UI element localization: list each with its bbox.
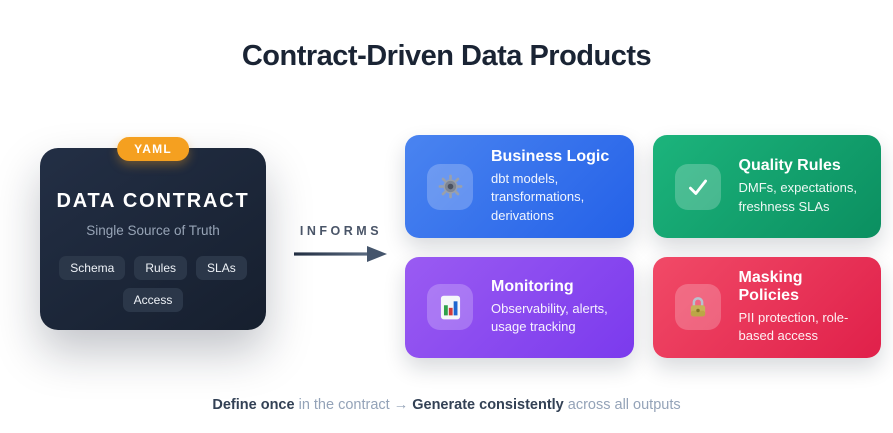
lock-icon: [674, 284, 721, 331]
footer-middle: in the contract →: [294, 397, 413, 413]
tag-access: Access: [122, 288, 184, 312]
card-title: Monitoring: [491, 278, 574, 295]
tag-schema: Schema: [59, 256, 126, 280]
card-description: DMFs, expectations, freshness SLAs: [738, 180, 858, 214]
monitoring-card: Monitoring Observability, alerts, usage …: [405, 257, 634, 358]
footer-generate-consistently: Generate consistently: [412, 397, 564, 413]
contract-subtitle: Single Source of Truth: [86, 223, 220, 238]
right-arrow-icon: [294, 246, 387, 262]
card-title: Business Logic: [491, 147, 610, 165]
card-description: Observability, alerts, usage tracking: [491, 301, 608, 335]
informs-connector: INFORMS: [294, 224, 388, 263]
card-text: Masking Policies PII protection, role-ba…: [739, 269, 860, 346]
card-text: Business Logic dbt models, transformatio…: [491, 148, 612, 225]
tag-slas: SLAs: [196, 256, 247, 280]
card-text: Monitoring Observability, alerts, usage …: [491, 278, 612, 337]
informs-label: INFORMS: [299, 224, 383, 238]
outputs-grid: Business Logic dbt models, transformatio…: [405, 135, 881, 358]
data-contract-card: YAML DATA CONTRACT Single Source of Trut…: [40, 137, 266, 330]
card-title: Masking Policies: [738, 269, 803, 304]
yaml-badge: YAML: [117, 137, 189, 161]
footer-end: across all outputs: [563, 397, 681, 413]
footer-caption: Define once in the contract → Generate c…: [0, 397, 893, 413]
tag-rules: Rules: [134, 256, 188, 280]
check-icon: [674, 163, 721, 210]
card-text: Quality Rules DMFs, expectations, freshn…: [739, 157, 860, 216]
business-logic-card: Business Logic dbt models, transformatio…: [405, 135, 634, 238]
card-description: dbt models, transformations, derivations: [491, 170, 585, 223]
page-title: Contract-Driven Data Products: [241, 40, 652, 72]
bar-chart-icon: [427, 284, 473, 331]
quality-rules-card: Quality Rules DMFs, expectations, freshn…: [652, 135, 881, 238]
masking-policies-card: Masking Policies PII protection, role-ba…: [652, 257, 881, 358]
card-title: Quality Rules: [738, 157, 841, 175]
contract-tags: Schema Rules SLAs Access: [51, 256, 255, 312]
card-description: PII protection, role-based access: [738, 310, 849, 344]
footer-define-once: Define once: [212, 397, 295, 413]
gear-icon: [427, 163, 473, 210]
contract-title: DATA CONTRACT: [56, 190, 250, 212]
